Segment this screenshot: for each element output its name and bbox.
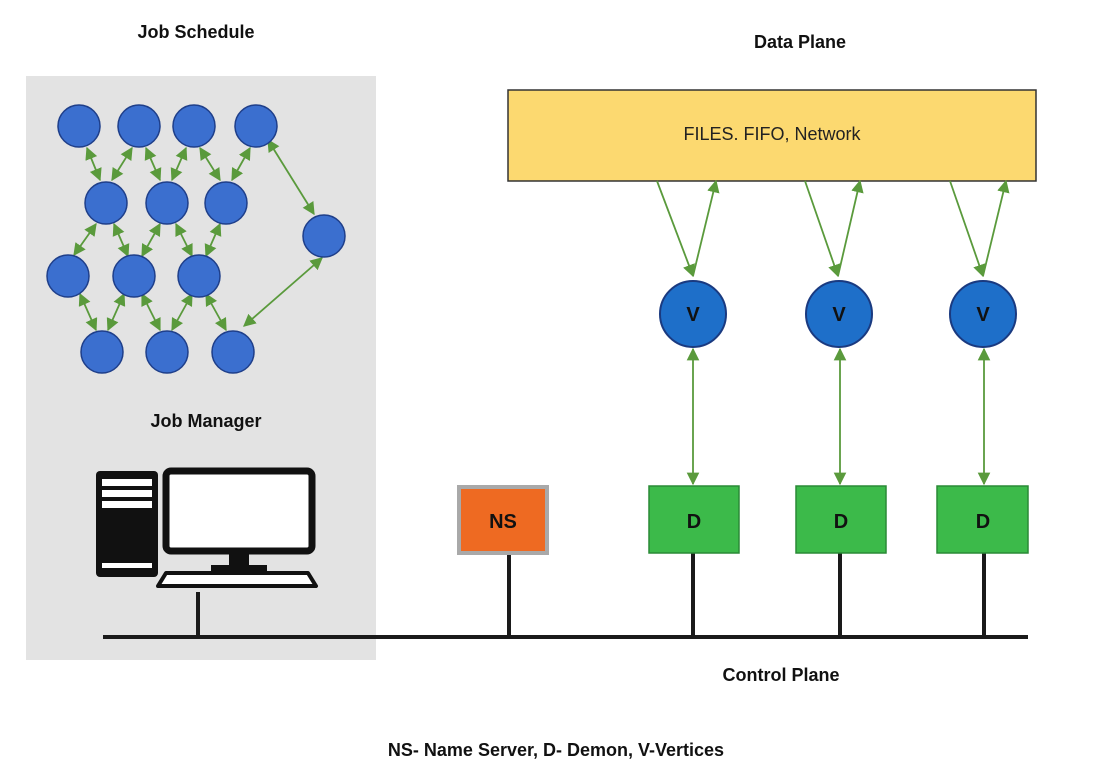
daemon-label: D bbox=[834, 511, 848, 533]
vertex-node bbox=[805, 280, 873, 348]
vertex-node bbox=[659, 280, 727, 348]
tower-icon bbox=[96, 471, 158, 577]
graph-node bbox=[117, 104, 161, 148]
graph-node bbox=[57, 104, 101, 148]
graph-edge bbox=[231, 146, 251, 182]
vertex-v2: V bbox=[805, 280, 873, 348]
graph-edge bbox=[205, 292, 227, 332]
graph-node bbox=[211, 330, 255, 374]
graph-edge bbox=[141, 292, 161, 332]
keyboard-icon bbox=[156, 571, 318, 588]
data-edge bbox=[656, 180, 695, 278]
data-plane-label: Data Plane bbox=[754, 32, 846, 52]
data-edge bbox=[837, 179, 864, 277]
graph-edge bbox=[171, 292, 193, 332]
daemon-box bbox=[936, 485, 1029, 554]
vertex-daemon-arrows bbox=[686, 347, 991, 486]
graph-node bbox=[145, 330, 189, 374]
vertex-label: V bbox=[686, 304, 700, 326]
control-plane-bus bbox=[103, 553, 1028, 639]
graph-edge bbox=[175, 222, 193, 258]
graph-node bbox=[46, 254, 90, 298]
control-plane-label: Control Plane bbox=[722, 665, 839, 685]
graph-node bbox=[234, 104, 278, 148]
graph-nodes bbox=[46, 104, 346, 374]
name-server-label: NS bbox=[489, 511, 517, 533]
graph-node bbox=[112, 254, 156, 298]
data-edge bbox=[949, 180, 986, 278]
graph-edge bbox=[170, 146, 188, 182]
graph-edge bbox=[78, 292, 98, 332]
data-edge bbox=[692, 179, 720, 277]
vertex-v3: V bbox=[949, 280, 1017, 348]
graph-edge bbox=[243, 257, 323, 327]
job-schedule-graph bbox=[46, 104, 346, 374]
graph-edge bbox=[73, 222, 97, 257]
tower-slot bbox=[102, 490, 152, 497]
data-store-label: FILES. FIFO, Network bbox=[683, 124, 861, 144]
graph-edge bbox=[85, 146, 102, 182]
vertex-v1: V bbox=[659, 280, 727, 348]
graph-edge bbox=[267, 138, 315, 216]
graph-edge bbox=[112, 222, 130, 258]
data-store-box bbox=[507, 89, 1037, 182]
graph-node bbox=[145, 181, 189, 225]
daemon-label: D bbox=[687, 511, 701, 533]
vertex-node bbox=[949, 280, 1017, 348]
daemon-d1: D bbox=[648, 485, 740, 554]
daemon-d2: D bbox=[795, 485, 887, 554]
legend-text: NS- Name Server, D- Demon, V-Vertices bbox=[388, 740, 724, 760]
graph-node bbox=[177, 254, 221, 298]
graph-edge bbox=[106, 292, 126, 332]
monitor-icon bbox=[162, 467, 316, 555]
daemon-box bbox=[795, 485, 887, 554]
tower-slot bbox=[102, 479, 152, 486]
name-server: NS bbox=[457, 485, 549, 555]
vertex-label: V bbox=[976, 304, 990, 326]
name-server-box bbox=[457, 485, 549, 555]
data-edge bbox=[982, 179, 1010, 277]
graph-node bbox=[80, 330, 124, 374]
job-schedule-label: Job Schedule bbox=[137, 22, 254, 42]
daemon-d3: D bbox=[936, 485, 1029, 554]
graph-edge bbox=[199, 146, 221, 182]
daemon-label: D bbox=[976, 511, 990, 533]
graph-edge bbox=[144, 146, 162, 182]
monitor-neck bbox=[229, 554, 249, 565]
graph-node bbox=[204, 181, 248, 225]
graph-edges bbox=[73, 138, 323, 332]
data-arrows bbox=[656, 179, 1010, 278]
data-edge bbox=[804, 180, 841, 278]
graph-edge bbox=[111, 146, 133, 182]
graph-node bbox=[302, 214, 346, 258]
job-manager-label: Job Manager bbox=[150, 411, 261, 431]
tower-slot bbox=[102, 501, 152, 508]
graph-edge bbox=[141, 222, 161, 258]
computer-icon bbox=[96, 467, 318, 588]
graph-edge bbox=[204, 222, 222, 258]
graph-node bbox=[172, 104, 216, 148]
graph-node bbox=[84, 181, 128, 225]
daemon-box bbox=[648, 485, 740, 554]
tower-slot bbox=[102, 563, 152, 568]
monitor-base bbox=[211, 565, 267, 571]
vertex-label: V bbox=[832, 304, 846, 326]
